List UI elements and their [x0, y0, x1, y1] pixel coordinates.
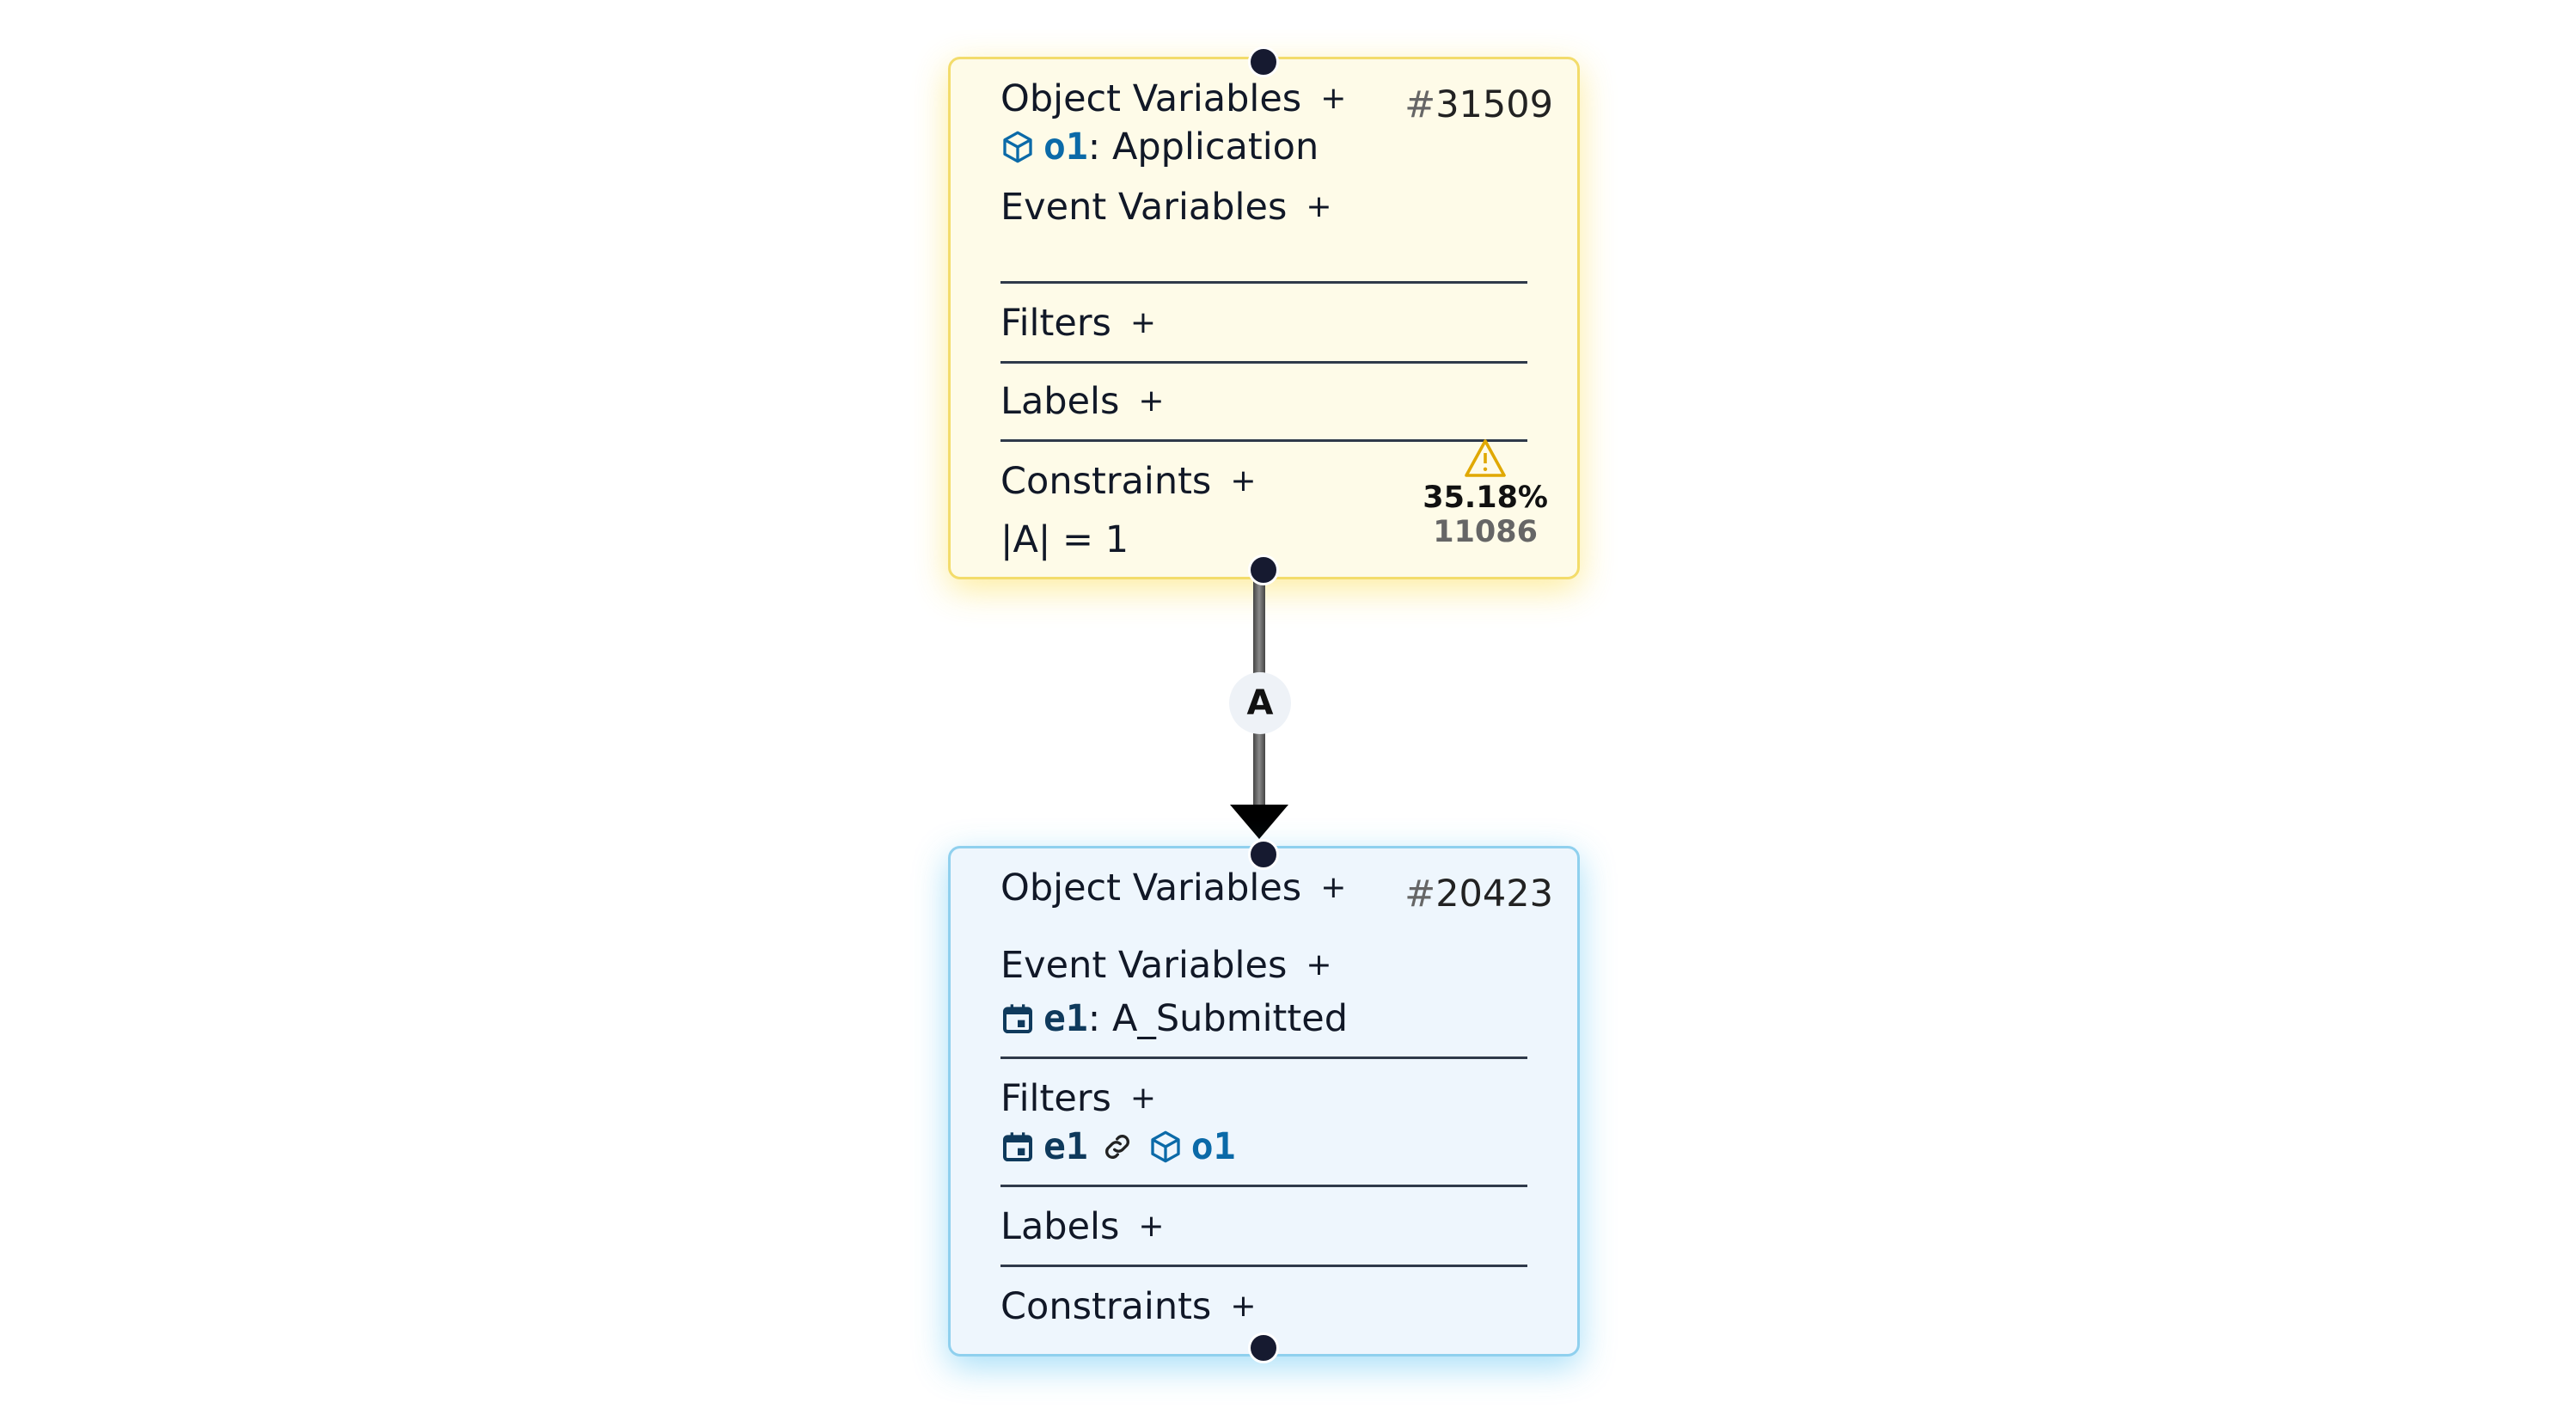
filter-event: e1 [1043, 1125, 1088, 1168]
variable-name: e1 [1043, 997, 1088, 1040]
filter-e1-o1[interactable]: e1 o1 [1000, 1123, 1527, 1171]
violation-info: 35.18% 11086 [1423, 439, 1548, 549]
top-node-input-handle[interactable] [1248, 46, 1279, 77]
divider [1000, 439, 1527, 442]
top-node-output-handle[interactable] [1248, 554, 1279, 585]
bottom-node[interactable]: #20423 Object Variables + Event Variable… [948, 846, 1580, 1357]
top-node[interactable]: #31509 Object Variables + o1: Applicatio… [948, 57, 1580, 579]
calendar-icon [1003, 1132, 1032, 1161]
node-id: #20423 [1404, 873, 1553, 916]
edge-arrowhead [1230, 805, 1288, 839]
bottom-node-output-handle[interactable] [1248, 1332, 1279, 1363]
filters-header: Filters + [1000, 299, 1527, 347]
divider [1000, 361, 1527, 364]
cube-icon [1151, 1130, 1180, 1163]
event-variables-header: Event Variables + [1000, 941, 1527, 989]
filter-object: o1 [1190, 1125, 1236, 1168]
add-object-variable-button[interactable]: + [1320, 870, 1347, 905]
add-filter-button[interactable]: + [1129, 1081, 1157, 1116]
divider [1000, 1265, 1527, 1267]
constraint-count[interactable]: |A| = 1 [1000, 518, 1129, 561]
event-variables-header: Event Variables + [1000, 183, 1527, 231]
event-variable-e1[interactable]: e1: A_Submitted [1000, 995, 1527, 1043]
divider [1000, 281, 1527, 284]
filters-header: Filters + [1000, 1075, 1527, 1123]
labels-header: Labels + [1000, 1203, 1527, 1251]
add-event-variable-button[interactable]: + [1306, 189, 1332, 224]
constraints-header: Constraints + [1000, 1283, 1527, 1331]
add-event-variable-button[interactable]: + [1306, 947, 1332, 983]
divider [1000, 1185, 1527, 1187]
add-label-button[interactable]: + [1138, 1209, 1165, 1244]
add-object-variable-button[interactable]: + [1320, 81, 1347, 116]
variable-type: A_Submitted [1111, 997, 1349, 1040]
edge-label[interactable]: A [1229, 672, 1291, 734]
add-constraint-button[interactable]: + [1230, 1289, 1257, 1324]
add-constraint-button[interactable]: + [1230, 463, 1257, 499]
object-variable-o1[interactable]: o1: Application [1000, 123, 1527, 171]
calendar-icon [1003, 1004, 1032, 1033]
labels-header: Labels + [1000, 377, 1527, 426]
variable-type: Application [1111, 126, 1319, 168]
divider [1000, 1056, 1527, 1059]
add-label-button[interactable]: + [1138, 383, 1165, 419]
constraints-header: Constraints + [1000, 457, 1527, 505]
add-filter-button[interactable]: + [1129, 305, 1157, 340]
object-variables-header: Object Variables + [1000, 75, 1527, 123]
link-icon [1104, 1135, 1129, 1159]
cube-icon [1003, 131, 1032, 163]
bottom-node-input-handle[interactable] [1248, 839, 1279, 870]
warning-icon [1465, 439, 1506, 477]
node-id: #31509 [1404, 83, 1553, 126]
variable-name: o1 [1043, 126, 1088, 168]
violation-percent: 35.18% [1423, 481, 1548, 515]
object-variables-header: Object Variables + [1000, 864, 1527, 912]
violation-count: 11086 [1433, 515, 1538, 549]
